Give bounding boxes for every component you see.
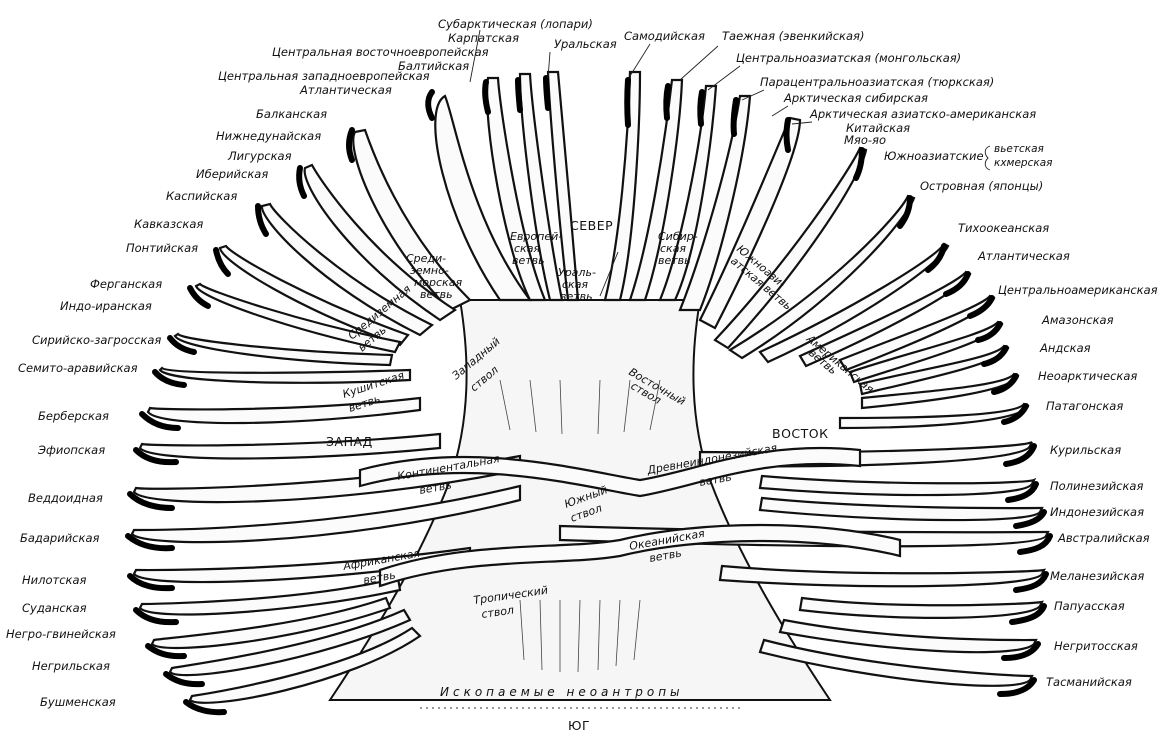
label-samoyedic: Самодийская: [624, 29, 705, 43]
label-central-asian: Центральноазиатская (монгольская): [736, 51, 961, 65]
south-label: ЮГ: [568, 718, 590, 733]
label-chinese: Китайская: [846, 121, 910, 135]
continental-branch-l2: ветвь: [418, 478, 452, 496]
north-label: СЕВЕР: [570, 218, 613, 233]
label-indonesian: Индонезийская: [1050, 505, 1144, 519]
label-veddoid: Веддоидная: [28, 491, 103, 505]
label-paracentral-asian: Парацентральноазиатская (тюркская): [760, 75, 994, 89]
west-lower-fingers: [127, 546, 472, 716]
african-branch-l2: ветвь: [362, 568, 396, 586]
mediterranean-branch-l1: Среди-: [406, 252, 446, 265]
siberian-branch-l3: ветвь: [658, 254, 691, 267]
label-central-east-eu: Центральная восточноевропейская: [272, 45, 489, 59]
label-badarian: Бадарийская: [20, 531, 99, 545]
label-fergana: Ферганская: [90, 277, 162, 291]
label-balkan: Балканская: [256, 107, 327, 121]
label-papuan: Папуасская: [1054, 599, 1125, 613]
european-branch-l3: ветвь: [512, 254, 545, 267]
label-taiga: Таежная (эвенкийская): [722, 29, 864, 43]
ural-branch-l1: Ураль-: [558, 266, 596, 279]
label-australian: Австралийская: [1057, 531, 1150, 545]
siberian-branch-l2: ская: [660, 242, 686, 255]
label-viet: вьетская: [994, 143, 1044, 155]
label-ural: Уральская: [554, 37, 617, 51]
european-branch-l2: ская: [514, 242, 540, 255]
label-patagonian: Патагонская: [1046, 399, 1123, 413]
label-ligurian: Лигурская: [227, 149, 292, 163]
label-polynesian: Полинезийская: [1050, 479, 1143, 493]
label-central-american: Центральноамериканская: [998, 283, 1158, 297]
label-atlantic-e: Атлантическая: [977, 249, 1070, 263]
trunk-hatching: [499, 379, 661, 673]
crossing-branches: [358, 446, 902, 588]
label-miao-yao: Мяо-яо: [844, 133, 886, 147]
label-syrian-zagros: Сирийско-загросская: [32, 333, 161, 347]
mediterranean-branch-l3: морская: [414, 276, 462, 289]
label-negrito: Негритосская: [1054, 639, 1138, 653]
label-pontic: Понтийская: [126, 241, 198, 255]
label-carpathian: Карпатская: [448, 31, 519, 45]
label-arctic-siberian: Арктическая сибирская: [783, 91, 928, 105]
label-sudanese: Суданская: [22, 601, 87, 615]
label-negrillo: Негрильская: [32, 659, 110, 673]
mediterranean-branch-l4: ветвь: [420, 288, 453, 301]
label-island-japanese: Островная (японцы): [920, 179, 1043, 193]
right-labels: Южноазиатские вьетская кхмерская Островн…: [884, 143, 1158, 689]
label-lower-danube: Нижнедунайская: [216, 129, 321, 143]
ancient-indonesian-l2: ветвь: [698, 470, 732, 488]
label-indo-iranian: Индо-иранская: [60, 299, 152, 313]
label-andean: Андская: [1039, 341, 1091, 355]
label-bushman: Бушменская: [40, 695, 116, 709]
label-arctic-asia-america: Арктическая азиатско-американская: [809, 107, 1036, 121]
west-middle-fingers: [125, 396, 522, 552]
label-caucasian: Кавказская: [134, 217, 203, 231]
label-nilotic: Нилотская: [22, 573, 87, 587]
ural-branch-l3: ветвь: [560, 290, 593, 303]
label-melanesian: Меланезийская: [1050, 569, 1144, 583]
label-amazonian: Амазонская: [1041, 313, 1114, 327]
label-subarctic: Субарктическая (лопари): [438, 17, 593, 31]
label-south-asian: Южноазиатские: [884, 149, 984, 163]
label-atlantic-w: Атлантическая: [299, 83, 392, 97]
mediterranean-branch-l2: земно-: [410, 264, 449, 277]
label-pacific: Тихоокеанская: [958, 221, 1049, 235]
european-branch-l1: Европей-: [510, 230, 562, 243]
label-berber: Берберская: [38, 409, 109, 423]
label-baltic: Балтийская: [398, 59, 469, 73]
oceanic-branch-l2: ветвь: [648, 546, 682, 564]
ural-branch-l2: ская: [562, 278, 588, 291]
inner-labels: Европей- ская ветвь Среди- земно- морска…: [341, 230, 877, 621]
label-tasmanian: Тасманийская: [1046, 675, 1132, 689]
label-semito-arabian: Семито-аравийская: [18, 361, 138, 375]
label-central-west-eu: Центральная западноевропейская: [218, 69, 430, 83]
label-caspian: Каспийская: [166, 189, 237, 203]
leader-lines: [469, 29, 813, 297]
label-ethiopian: Эфиопская: [37, 443, 105, 457]
label-negro-guinean: Негро-гвинейская: [6, 627, 116, 641]
label-khmer: кхмерская: [994, 157, 1052, 169]
north-fingers: [425, 70, 752, 312]
label-neoarctic: Неоарктическая: [1038, 369, 1137, 383]
east-label: ВОСТОК: [772, 426, 829, 441]
left-labels: Центральная западноевропейская Атлантиче…: [6, 69, 430, 709]
west-upper-fingers: [152, 127, 472, 388]
bottom-caption: Ископаемые неоантропы: [440, 685, 684, 699]
label-iberian: Иберийская: [196, 167, 268, 181]
top-labels: Субарктическая (лопари) Карпатская Центр…: [272, 17, 1036, 147]
east-upper-fingers: [698, 116, 1030, 430]
west-label: ЗАПАД: [326, 434, 373, 449]
south-asian-brace: [984, 145, 991, 171]
tropical-trunk-l2: ствол: [481, 604, 515, 621]
siberian-branch-l1: Сибир-: [658, 230, 698, 243]
label-kuril: Курильская: [1050, 443, 1121, 457]
